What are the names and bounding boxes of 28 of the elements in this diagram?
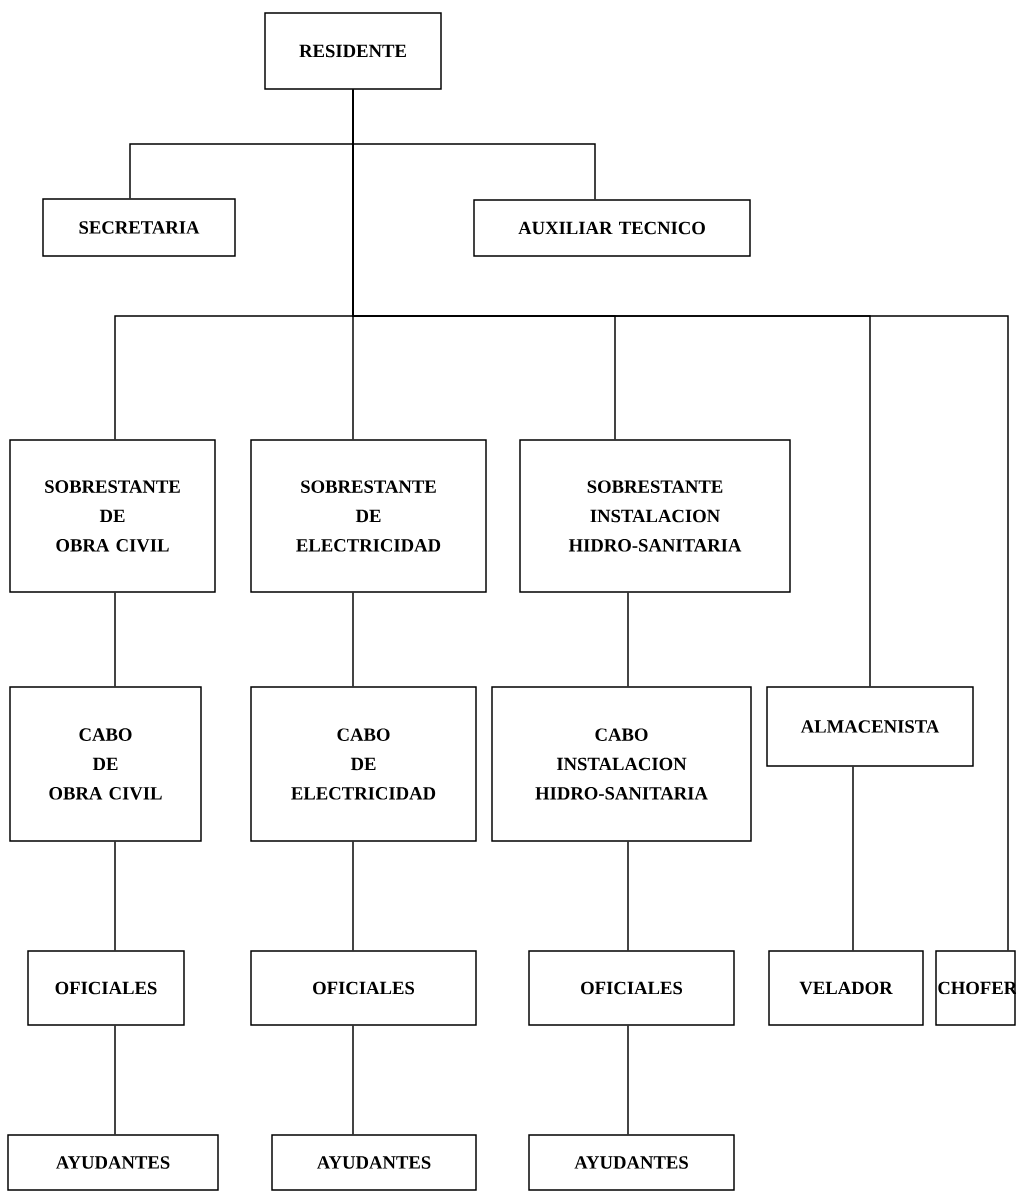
position-box: ALMACENISTA bbox=[766, 686, 974, 767]
position-box: AYUDANTES bbox=[7, 1134, 219, 1191]
position-box: SOBRESTANTE DE OBRA CIVIL bbox=[9, 439, 216, 593]
connector-line bbox=[852, 766, 854, 951]
position-box: CABO INSTALACION HIDRO-SANITARIA bbox=[491, 686, 752, 842]
position-box: AYUDANTES bbox=[528, 1134, 735, 1191]
connector-line bbox=[627, 1025, 629, 1135]
position-box: CABO DE OBRA CIVIL bbox=[9, 686, 202, 842]
position-box: CABO DE ELECTRICIDAD bbox=[250, 686, 477, 842]
connector-line bbox=[114, 1025, 116, 1135]
position-box: SOBRESTANTE INSTALACION HIDRO-SANITARIA bbox=[519, 439, 791, 593]
position-box: OFICIALES bbox=[27, 950, 185, 1026]
connector-line bbox=[352, 1025, 354, 1135]
connector-line bbox=[114, 841, 116, 951]
position-box: SOBRESTANTE DE ELECTRICIDAD bbox=[250, 439, 487, 593]
position-box: AYUDANTES bbox=[271, 1134, 477, 1191]
position-box: AUXILIAR TECNICO bbox=[473, 199, 751, 257]
position-box: VELADOR bbox=[768, 950, 924, 1026]
connector-line bbox=[352, 592, 354, 687]
connector-line bbox=[352, 89, 1009, 951]
connector-line bbox=[627, 592, 629, 687]
connector-line bbox=[627, 841, 629, 951]
position-box: RESIDENTE bbox=[264, 12, 442, 90]
position-box: OFICIALES bbox=[250, 950, 477, 1026]
connector-line bbox=[114, 592, 116, 687]
position-box: OFICIALES bbox=[528, 950, 735, 1026]
position-box: SECRETARIA bbox=[42, 198, 236, 257]
connector-line bbox=[352, 841, 354, 951]
